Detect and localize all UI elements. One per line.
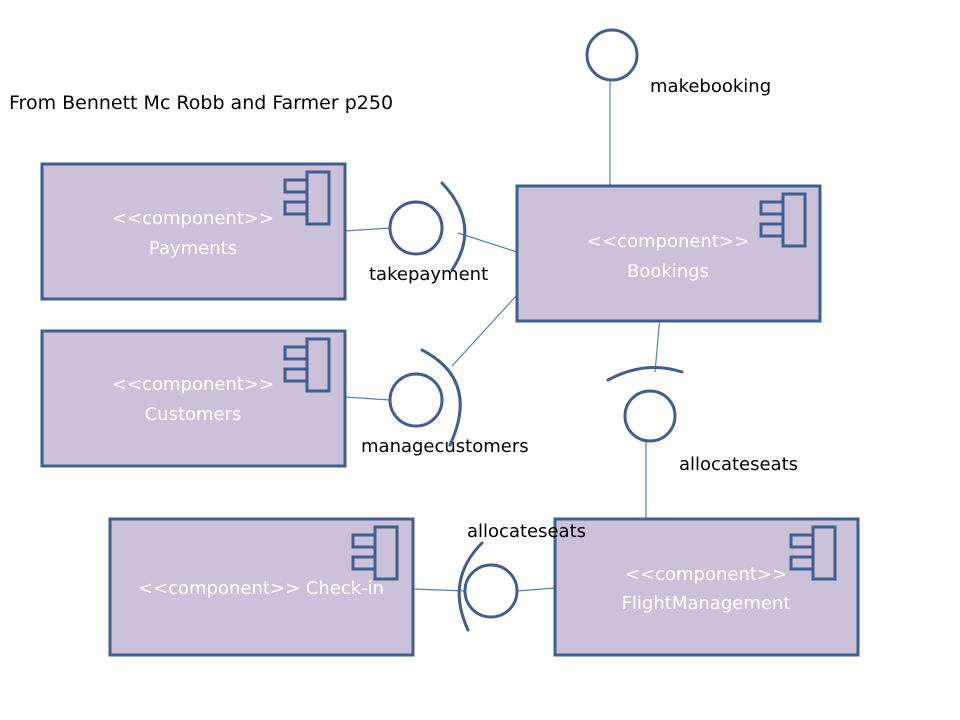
component-icon: [789, 525, 837, 581]
source-note: From Bennett Mc Robb and Farmer p250: [9, 92, 393, 114]
takepayment-interface[interactable]: [388, 200, 444, 256]
allocateseats-label-checkin: allocateseats: [467, 521, 586, 542]
takepayment-label: takepayment: [369, 264, 488, 285]
component-flightmanagement[interactable]: <<component>> FlightManagement: [553, 517, 860, 657]
connector-allocateseats-checkin: [412, 588, 467, 592]
managecustomers-interface[interactable]: [388, 372, 444, 428]
allocateseats-interface-flightmanagement[interactable]: [623, 389, 677, 443]
checkin-label: <<component>> Check-in: [138, 578, 384, 599]
bookings-name: Bookings: [627, 261, 709, 282]
connector-managecustomers-bookings: [451, 294, 518, 367]
connector-managecustomers-customers: [344, 396, 391, 401]
flightmanagement-stereotype: <<component>>: [625, 564, 787, 585]
payments-name: Payments: [149, 238, 237, 259]
component-bookings[interactable]: <<component>> Bookings: [515, 184, 822, 323]
component-icon: [759, 192, 807, 248]
connector-allocateseats-bookings: [654, 315, 661, 373]
allocateseats-interface-checkin[interactable]: [463, 563, 519, 619]
allocateseats-socket-checkin: [457, 541, 484, 632]
connector-allocateseats-flightmanagement-2: [516, 587, 556, 592]
flightmanagement-name: FlightManagement: [622, 593, 791, 614]
customers-name: Customers: [145, 404, 242, 425]
payments-stereotype: <<component>>: [112, 208, 274, 229]
connector-takepayment-bookings: [457, 232, 518, 253]
component-icon: [283, 337, 331, 393]
bookings-stereotype: <<component>>: [587, 231, 749, 252]
component-icon: [351, 525, 399, 581]
managecustomers-socket: [420, 348, 462, 447]
takepayment-socket: [440, 181, 467, 272]
component-checkin[interactable]: <<component>> Check-in: [108, 517, 415, 657]
customers-stereotype: <<component>>: [112, 374, 274, 395]
connectors: [344, 80, 661, 592]
component-customers[interactable]: <<component>> Customers: [40, 329, 347, 468]
allocateseats-socket-bookings: [606, 366, 684, 382]
makebooking-label: makebooking: [650, 76, 771, 97]
component-payments[interactable]: <<component>> Payments: [40, 162, 347, 301]
makebooking-interface[interactable]: [585, 28, 639, 82]
component-icon: [283, 170, 331, 226]
bookings-box: [515, 184, 822, 323]
allocateseats-label-bookings: allocateseats: [679, 454, 798, 475]
connector-takepayment-payments: [344, 227, 391, 232]
managecustomers-label: managecustomers: [361, 436, 529, 457]
